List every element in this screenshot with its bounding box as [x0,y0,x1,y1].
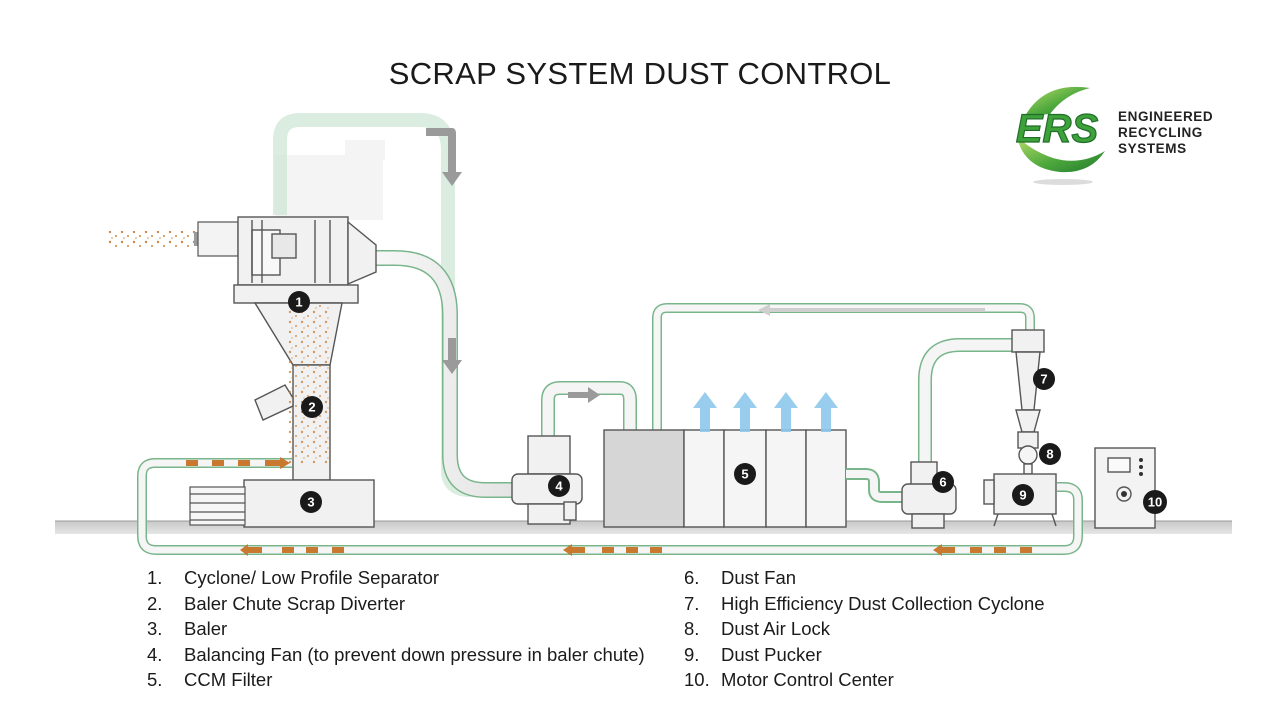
legend-item: 8.Dust Air Lock [684,618,830,639]
svg-text:9: 9 [1019,488,1026,503]
duct-filter-to-dust-cyclone [652,303,1035,430]
badge-8: 8 [1039,443,1061,465]
badge-2: 2 [301,396,323,418]
badge-5: 5 [734,463,756,485]
svg-text:3: 3 [307,495,314,510]
svg-text:7: 7 [1040,372,1047,387]
svg-text:1: 1 [295,295,302,310]
legend-item: 1.Cyclone/ Low Profile Separator [147,567,440,588]
legend-item: 4.Balancing Fan (to prevent down pressur… [147,643,645,665]
badge-3: 3 [300,491,322,513]
svg-text:ERS: ERS [1016,107,1099,151]
badge-10: 10 [1143,490,1167,514]
legend-item: 9.Dust Pucker [684,643,822,665]
dust-fan [901,461,957,529]
component-badges: 1 2 3 4 5 6 7 8 9 10 [288,291,1167,514]
motor-control-center [1094,447,1156,529]
legend-item: 2.Baler Chute Scrap Diverter [147,592,406,614]
scrap-pieces [186,457,1032,556]
return-flow-arrow [758,304,985,316]
legend-right: 6.Dust Fan 7.High Efficiency Dust Collec… [684,565,1045,693]
ers-logo-mark: ERS [1015,86,1105,185]
balancing-fan [511,435,583,525]
svg-text:6: 6 [939,475,946,490]
legend-item: 5.CCM Filter [147,669,273,690]
logo-line: RECYCLING [1118,125,1203,140]
svg-text:5: 5 [741,467,748,482]
legend-item: 6.Dust Fan [684,567,797,588]
legend-item: 10.Motor Control Center [684,669,894,690]
badge-6: 6 [932,471,954,493]
badge-7: 7 [1033,368,1055,390]
ers-logo: ERS ENGINEERED RECYCLING SYSTEMS [1005,76,1245,188]
page-title: SCRAP SYSTEM DUST CONTROL [388,56,892,91]
dust-air-lock [1018,445,1038,475]
clean-air-arrows [693,392,838,432]
infeed-scrap-stream [108,221,239,257]
badge-1: 1 [288,291,310,313]
legend-item: 3.Baler [147,618,228,639]
ccm-filter [603,429,847,528]
legend-item: 7.High Efficiency Dust Collection Cyclon… [684,592,1045,614]
cyclone-dust [285,305,329,465]
duct-dust-fan-to-cyclone [918,338,1014,462]
dust-collection-cyclone [1011,329,1045,449]
logo-wordmark: ENGINEERED RECYCLING SYSTEMS [1118,109,1213,157]
baler-bales [189,486,246,526]
svg-text:8: 8 [1046,447,1053,462]
svg-text:4: 4 [555,479,563,494]
logo-line: ENGINEERED [1118,109,1214,124]
badge-4: 4 [548,475,570,497]
legend-left: 1.Cyclone/ Low Profile Separator 2.Baler… [147,565,645,693]
badge-9: 9 [1012,484,1034,506]
svg-text:2: 2 [308,400,315,415]
balancing-fan-flow-arrow [568,387,600,403]
logo-line: SYSTEMS [1118,141,1187,156]
svg-text:10: 10 [1148,495,1162,510]
duct-flow-arrows [426,128,462,374]
